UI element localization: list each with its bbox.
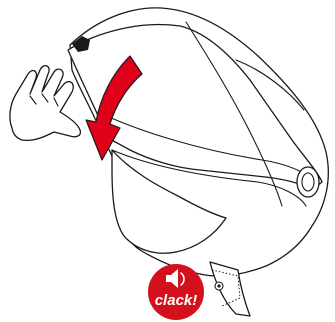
- hinge-pivot: [297, 167, 319, 197]
- clack-badge-text: clack!: [155, 292, 198, 309]
- clack-badge: clack!: [148, 264, 204, 320]
- strap-buckle-icon: [215, 282, 223, 290]
- hand: [10, 66, 80, 141]
